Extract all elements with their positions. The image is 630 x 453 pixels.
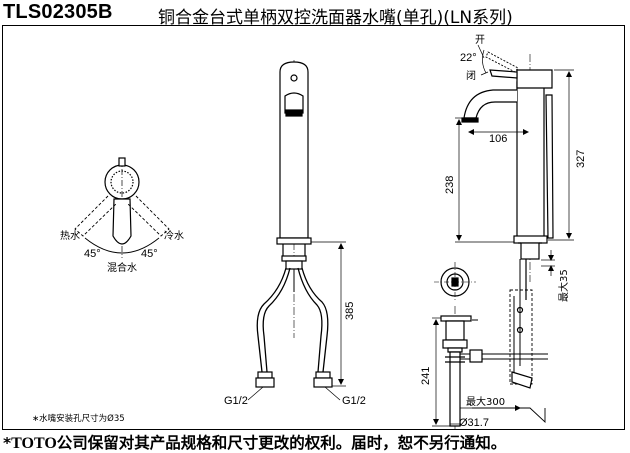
thread-left-label: G1/2 xyxy=(224,395,248,407)
thread-right-label: G1/2 xyxy=(342,395,366,407)
side-base xyxy=(513,235,548,244)
threaded-stud xyxy=(285,260,303,270)
brand-name: TOTO xyxy=(11,435,57,452)
open-label: 开 xyxy=(475,35,485,46)
drain-dia-dim: Ø31.7 xyxy=(459,417,489,429)
max-deck-dim: 最大35 xyxy=(557,269,570,302)
angle-right: 45° xyxy=(141,248,158,260)
model-code: TLS02305B xyxy=(3,1,113,23)
top-view xyxy=(74,157,170,258)
faucet-body xyxy=(279,61,309,239)
install-hole-note: ∗水嘴安装孔尺寸为Ø35 xyxy=(32,414,125,424)
hose-right xyxy=(301,267,329,373)
lever-tip xyxy=(118,157,126,167)
page-title: 铜合金台式单柄双控洗面器水嘴(单孔)(LN系列) xyxy=(158,8,513,28)
hot-water-label: 热水 xyxy=(60,229,80,242)
logo-dot xyxy=(290,74,298,82)
hose-left xyxy=(256,267,287,373)
angle-left: 45° xyxy=(84,248,101,260)
spout-outlet xyxy=(284,92,304,114)
drawing-frame xyxy=(2,25,625,430)
total-height-dim: 327 xyxy=(575,150,587,168)
side-handle-block xyxy=(516,69,553,89)
reach-dim: 106 xyxy=(489,133,507,145)
base-flange xyxy=(276,237,312,245)
handle-cold-position xyxy=(126,195,170,237)
height-385-dim: 385 xyxy=(344,302,356,320)
side-body xyxy=(516,81,545,239)
connector-right xyxy=(313,377,333,388)
pop-up-drain xyxy=(432,262,548,430)
close-label: 闭 xyxy=(466,69,476,82)
rotation-arc xyxy=(84,237,160,254)
side-lever-tail xyxy=(545,94,554,239)
mounting-nut xyxy=(281,255,307,262)
header: TLS02305B 铜合金台式单柄双控洗面器水嘴(单孔)(LN系列) xyxy=(0,0,630,28)
mixed-water-label: 混合水 xyxy=(107,261,137,274)
side-spout xyxy=(463,89,517,119)
footer-asterisk: * xyxy=(3,434,12,452)
side-view xyxy=(455,44,574,389)
front-view xyxy=(247,60,346,401)
spout-height-dim: 238 xyxy=(444,176,456,194)
aerator xyxy=(285,109,303,117)
cold-water-label: 冷水 xyxy=(164,229,184,242)
footer-text: 公司保留对其产品规格和尺寸更改的权利。届时，恕不另行通知。 xyxy=(56,434,507,452)
connector-left xyxy=(255,377,275,388)
drain-flange xyxy=(440,315,472,322)
max-pull-dim: 最大300 xyxy=(466,395,505,408)
drain-height-dim: 241 xyxy=(420,367,432,385)
lever-handle xyxy=(112,198,132,245)
drain-tailpiece xyxy=(449,351,461,427)
lever-angle: 22° xyxy=(460,52,477,64)
side-lever xyxy=(489,69,518,79)
handle-hot-position xyxy=(74,195,118,237)
disclaimer-footer: *TOTO公司保留对其产品规格和尺寸更改的权利。届时，恕不另行通知。 xyxy=(0,431,630,452)
